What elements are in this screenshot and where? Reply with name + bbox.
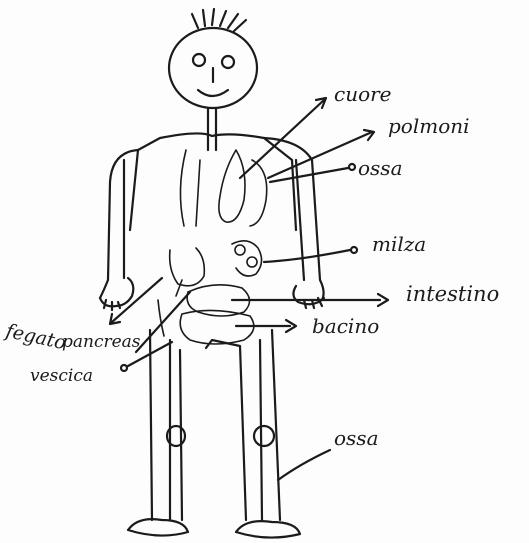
label-intestino: intestino	[406, 284, 499, 305]
label-bacino: bacino	[312, 316, 379, 336]
right-arm	[264, 138, 324, 308]
left-arm	[100, 150, 138, 310]
feet	[128, 519, 300, 537]
label-vescica: vescica	[30, 368, 93, 385]
label-pancreas: pancreas	[62, 334, 141, 351]
label-polmoni: polmoni	[388, 116, 470, 136]
label-ossa-upper: ossa	[358, 158, 403, 178]
chest-organs	[180, 150, 266, 226]
spine	[208, 108, 216, 150]
abdominal-organs	[158, 241, 262, 344]
label-milza: milza	[372, 234, 426, 254]
face	[193, 54, 234, 96]
label-ossa-lower: ossa	[334, 428, 379, 448]
label-cuore: cuore	[334, 84, 392, 104]
legs	[150, 330, 280, 520]
